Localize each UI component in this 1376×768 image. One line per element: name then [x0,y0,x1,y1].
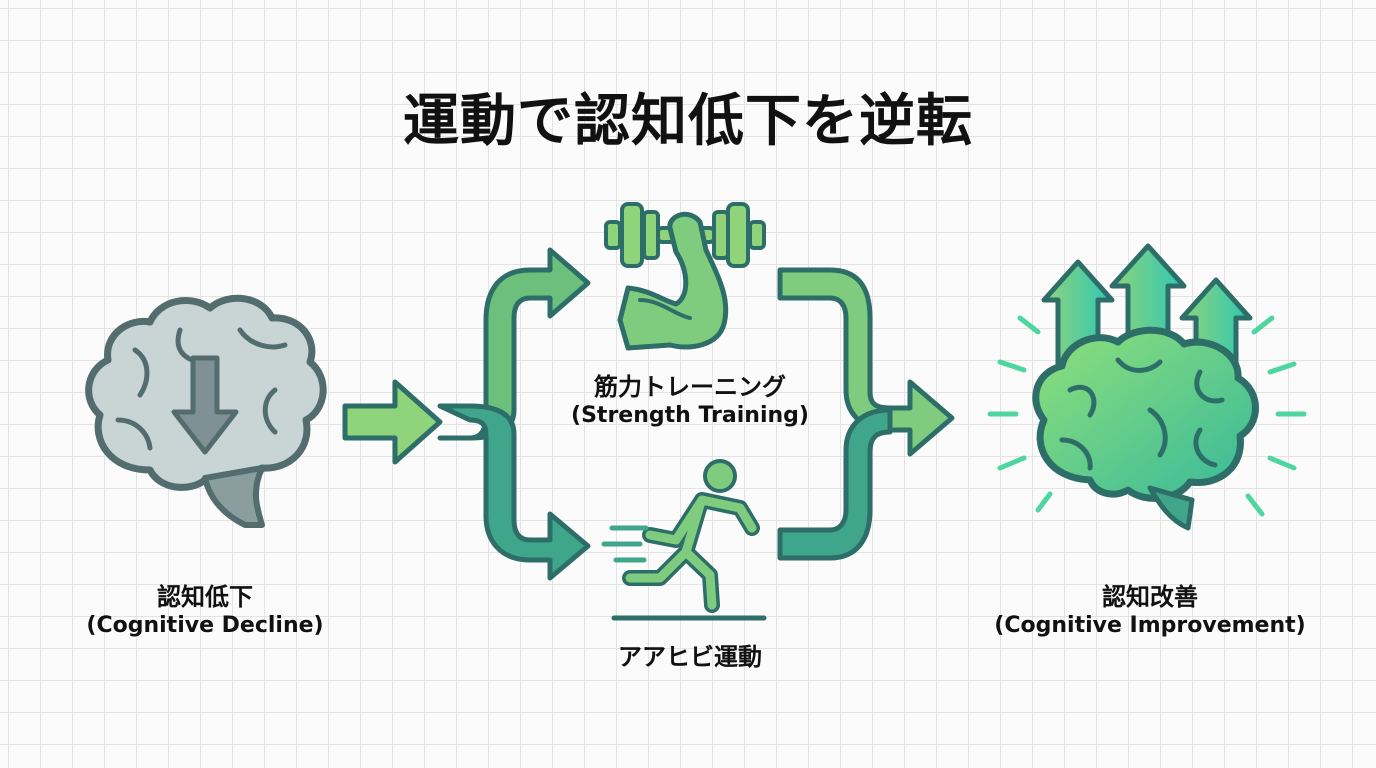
glow-rays [987,315,1307,517]
page-title: 運動で認知低下を逆転 [403,89,973,154]
strength-training-label-en: (Strength Training) [571,403,809,428]
cognitive-decline-label-jp: 認知低下 [157,583,253,611]
strength-training-label-jp: 筋力トレーニング [594,373,786,401]
aerobic-exercise-label: アアヒビ運動 [560,642,820,672]
cognitive-improvement-label-jp: 認知改善 [1102,583,1198,611]
flow-merge-bottom [777,407,893,561]
cognitive-decline-label-en: (Cognitive Decline) [86,613,324,638]
brain-down-arrow-icon [85,294,327,528]
cognitive-improvement-label: 認知改善 (Cognitive Improvement) [960,582,1340,640]
cognitive-improvement-label-en: (Cognitive Improvement) [994,613,1306,638]
aerobic-exercise-label-jp: アアヒビ運動 [618,643,762,671]
strength-training-label: 筋力トレーニング (Strength Training) [545,372,835,430]
flow-arrow-entry [342,379,443,465]
flow-arrows [342,247,955,581]
flow-merge-top [777,267,955,457]
running-person-icon [601,459,767,621]
flexed-arm-dumbbell-icon [604,202,766,351]
brain-up-arrows-icon [987,243,1307,531]
flow-branch-down [437,403,591,581]
cognitive-decline-label: 認知低下 (Cognitive Decline) [50,582,360,640]
